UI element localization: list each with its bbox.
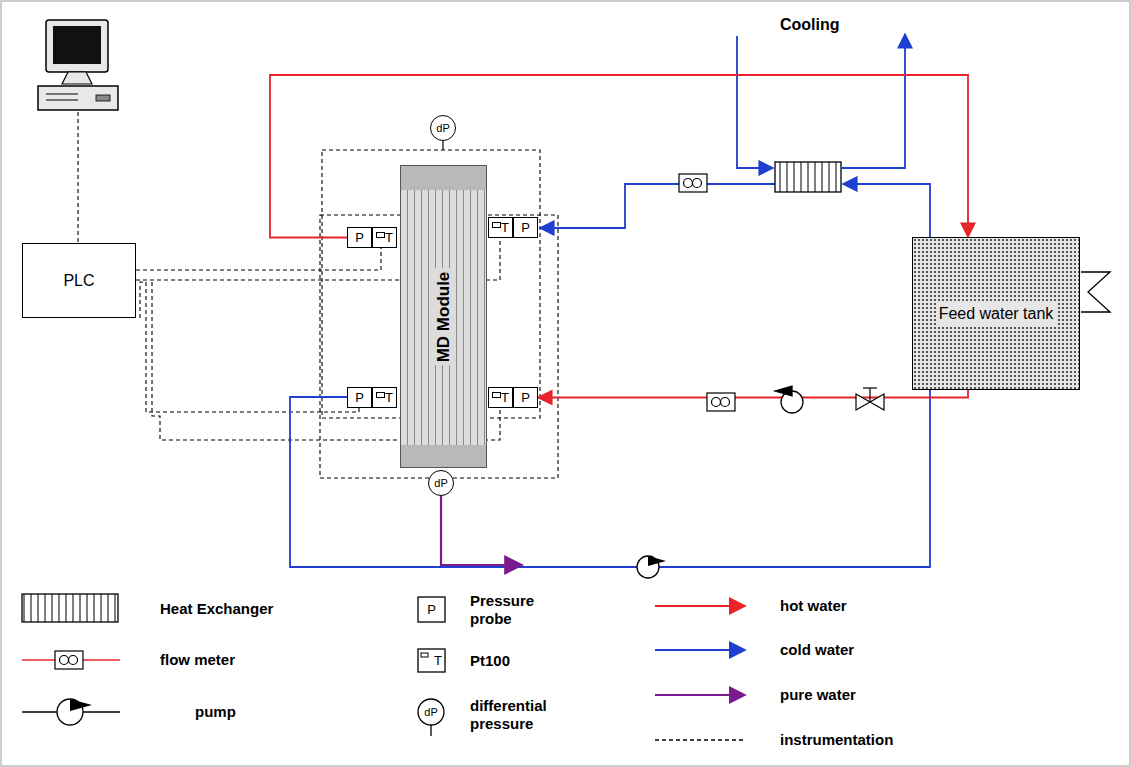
md-module: MD Module <box>400 165 487 468</box>
instrumentation-line <box>140 282 359 412</box>
legend-text: cold water <box>780 641 854 659</box>
valve-symbol <box>869 388 870 402</box>
node-text: T <box>501 220 509 235</box>
legend-symbols <box>418 699 444 725</box>
flow-meter <box>69 656 78 665</box>
legend-text: pure water <box>780 686 856 704</box>
heat-exchanger <box>775 162 841 192</box>
plc-box: PLC <box>22 243 136 318</box>
legend-symbols <box>418 649 445 672</box>
node-text: P <box>355 390 364 405</box>
valve-symbol <box>856 388 884 410</box>
hot-water-pipe <box>538 390 968 398</box>
pure-water-pipe <box>441 496 522 565</box>
pressure-probe: P <box>513 387 538 408</box>
node-text: P <box>355 230 364 245</box>
flow-meter <box>693 179 702 188</box>
computer-icon <box>46 20 108 72</box>
cold-water-pipe <box>540 184 775 228</box>
stream-label: Cooling <box>780 16 840 34</box>
node-text: T <box>385 230 393 245</box>
legend-text: flow meter <box>160 651 235 669</box>
legend-text: Pt100 <box>470 652 510 670</box>
differential-pressure: dP <box>428 470 454 496</box>
flow-meter <box>55 174 735 669</box>
flow-meter <box>679 174 707 192</box>
flow-meter <box>60 656 69 665</box>
computer-icon <box>38 20 118 110</box>
instrumentation-line <box>136 248 381 270</box>
legend-text: hot water <box>780 597 847 615</box>
pt100-sensor: T <box>488 217 513 238</box>
legend-swatch <box>655 605 745 607</box>
pt100-sensor: T <box>372 387 397 408</box>
legend-symbols <box>22 594 118 622</box>
computer-icon <box>46 94 78 95</box>
pressure-probe: P <box>347 227 372 248</box>
stem <box>442 141 443 150</box>
heater-symbol <box>1081 272 1110 312</box>
node-text: T <box>501 390 509 405</box>
flow-meter <box>55 651 83 669</box>
flow-meter <box>721 398 730 407</box>
node-text: MD Module <box>434 268 454 365</box>
legend-text: differential pressure <box>470 697 560 733</box>
pure-water-pipe <box>441 496 522 565</box>
computer-icon <box>38 86 118 110</box>
computer-icon <box>53 26 101 64</box>
legend-symbols <box>655 739 745 740</box>
cold-water-pipe <box>737 36 773 168</box>
flow-meter <box>684 179 693 188</box>
differential-pressure: dP <box>430 115 456 141</box>
legend-symbols <box>22 594 745 740</box>
pump-symbol <box>775 386 792 396</box>
node-text: Feed water tank <box>936 303 1057 325</box>
symbol-letter: dP <box>418 699 444 725</box>
legend-text: Heat Exchanger <box>160 600 273 618</box>
pressure-probe: P <box>513 217 538 238</box>
cold-water-pipe <box>290 184 930 567</box>
pump-symbol <box>648 556 666 566</box>
node-text: P <box>521 390 530 405</box>
pressure-probe: P <box>347 387 372 408</box>
flow-meter <box>707 393 735 411</box>
legend-swatch <box>655 649 745 651</box>
heat-exchanger <box>775 162 841 192</box>
computer-icon <box>96 95 110 101</box>
computer-icon <box>46 100 78 101</box>
symbol-letter: T <box>418 649 442 672</box>
flow-meter <box>712 398 721 407</box>
heater-symbol <box>1081 272 1110 312</box>
instrumentation-line <box>77 112 78 243</box>
cold-water-pipe <box>842 34 905 168</box>
pump-symbol <box>70 699 92 711</box>
node-text: T <box>385 390 393 405</box>
symbol-letter: P <box>418 597 445 622</box>
pt100-sensor: T <box>372 227 397 248</box>
legend-swatch <box>655 694 745 696</box>
pt100-sensor: T <box>488 387 513 408</box>
node-text: dP <box>436 122 449 134</box>
node-text: dP <box>434 477 447 489</box>
feed-water-tank: Feed water tank <box>912 237 1080 390</box>
stem <box>442 141 443 150</box>
valve-symbol <box>863 387 877 388</box>
legend-symbols <box>418 597 445 622</box>
node-text: P <box>521 220 530 235</box>
cold-water-pipe <box>290 34 930 567</box>
hot-water-pipe <box>270 75 968 238</box>
computer-icon <box>62 72 92 84</box>
legend-text: pump <box>195 703 236 721</box>
legend-text: instrumentation <box>780 731 893 749</box>
instrumentation-line <box>78 112 558 478</box>
node-text: PLC <box>63 272 94 290</box>
legend-text: Pressure probe <box>470 592 550 628</box>
legend-symbols <box>430 725 431 736</box>
legend-symbols <box>421 653 428 657</box>
